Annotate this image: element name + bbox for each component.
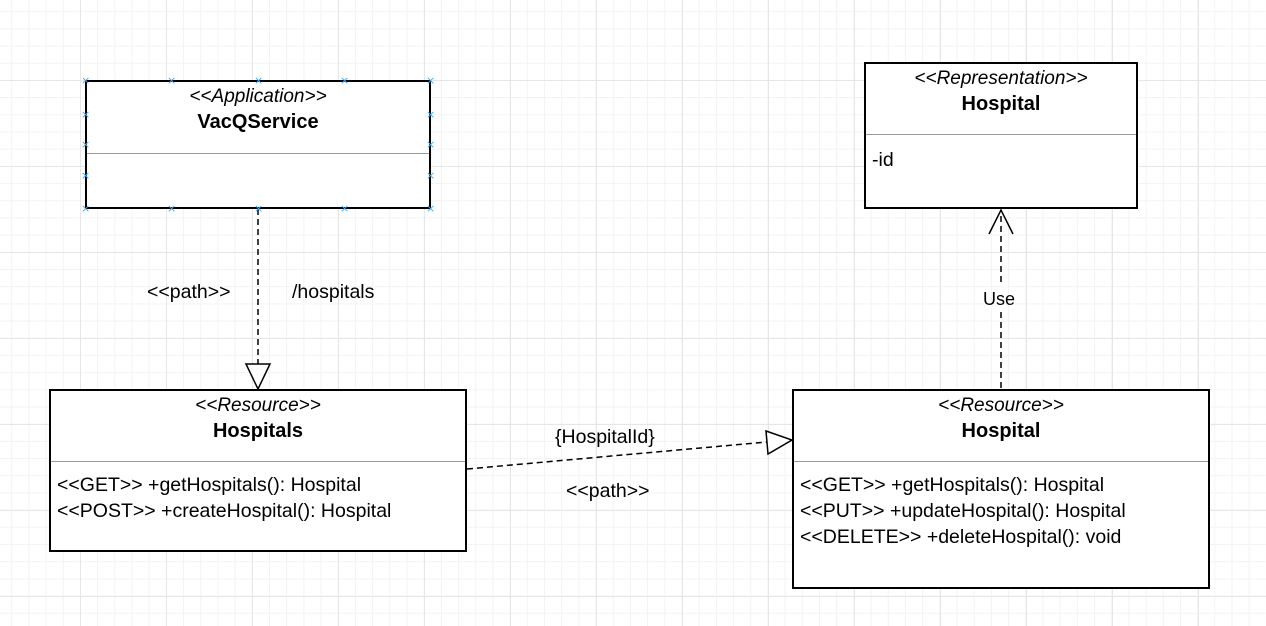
- class-attribute: -id: [872, 149, 894, 171]
- class-stereotype: <<Resource>>: [195, 395, 321, 416]
- class-stereotype: <<Representation>>: [914, 68, 1088, 89]
- class-members: -id: [866, 135, 1136, 173]
- class-name: Hospital: [961, 420, 1041, 442]
- class-hospital-representation[interactable]: <<Representation>> Hospital -id: [864, 62, 1138, 209]
- selection-handle-icon[interactable]: ×: [426, 74, 436, 87]
- class-method: <<PUT>> +updateHospital(): Hospital: [800, 500, 1126, 522]
- class-vacqservice[interactable]: <<Application>> VacQService: [85, 80, 431, 209]
- edge-hospitals-to-hospital[interactable]: [466, 429, 794, 470]
- class-header: <<Resource>> Hospital: [794, 391, 1208, 462]
- selection-handle-icon[interactable]: ×: [254, 202, 264, 215]
- class-header: <<Application>> VacQService: [87, 82, 429, 154]
- class-method: <<GET>> +getHospitals(): Hospital: [57, 474, 362, 496]
- edge-label-hospitals-path[interactable]: /hospitals: [292, 281, 375, 303]
- selection-handle-icon[interactable]: ×: [81, 169, 91, 182]
- edge-label-path-stereotype[interactable]: <<path>>: [147, 281, 231, 303]
- selection-handle-icon[interactable]: ×: [81, 202, 91, 215]
- class-stereotype: <<Resource>>: [938, 395, 1064, 416]
- class-header: <<Resource>> Hospitals: [51, 391, 465, 462]
- class-stereotype: <<Application>>: [189, 86, 327, 107]
- hollow-triangle-arrowhead-icon: [244, 363, 272, 391]
- edge-label-path-stereotype[interactable]: <<path>>: [566, 480, 650, 502]
- class-method: <<POST>> +createHospital(): Hospital: [57, 500, 392, 522]
- class-members: [87, 154, 429, 164]
- edge-service-to-hospitals[interactable]: [244, 209, 272, 391]
- class-name: Hospital: [961, 93, 1041, 115]
- class-hospitals-resource[interactable]: <<Resource>> Hospitals <<GET>> +getHospi…: [49, 389, 467, 552]
- class-method: <<DELETE>> +deleteHospital(): void: [800, 526, 1122, 548]
- selection-handle-icon[interactable]: ×: [81, 74, 91, 87]
- selection-handle-icon[interactable]: ×: [81, 108, 91, 121]
- class-name: VacQService: [197, 111, 319, 133]
- class-name: Hospitals: [212, 420, 304, 442]
- selection-handle-icon[interactable]: ×: [426, 138, 436, 151]
- selection-handle-icon[interactable]: ×: [340, 202, 350, 215]
- class-header: <<Representation>> Hospital: [866, 64, 1136, 135]
- class-hospital-resource[interactable]: <<Resource>> Hospital <<GET>> +getHospit…: [792, 389, 1210, 589]
- class-members: <<GET>> +getHospitals(): Hospital <<PUT>…: [794, 462, 1208, 550]
- selection-handle-icon[interactable]: ×: [426, 108, 436, 121]
- selection-handle-icon[interactable]: ×: [81, 138, 91, 151]
- selection-handle-icon[interactable]: ×: [167, 74, 177, 87]
- selection-handle-icon[interactable]: ×: [426, 202, 436, 215]
- class-method: <<GET>> +getHospitals(): Hospital: [800, 474, 1105, 496]
- edge-label-use[interactable]: Use: [983, 289, 1016, 309]
- edge-hospital-to-representation[interactable]: [988, 208, 1014, 388]
- selection-handle-icon[interactable]: ×: [340, 74, 350, 87]
- class-members: <<GET>> +getHospitals(): Hospital <<POST…: [51, 462, 465, 524]
- hollow-triangle-arrowhead-icon: [765, 429, 794, 456]
- edge-label-hospitalid[interactable]: {HospitalId}: [555, 426, 655, 448]
- selection-handle-icon[interactable]: ×: [426, 169, 436, 182]
- open-arrowhead-icon: [988, 208, 1014, 235]
- selection-handle-icon[interactable]: ×: [167, 202, 177, 215]
- selection-handle-icon[interactable]: ×: [254, 74, 264, 87]
